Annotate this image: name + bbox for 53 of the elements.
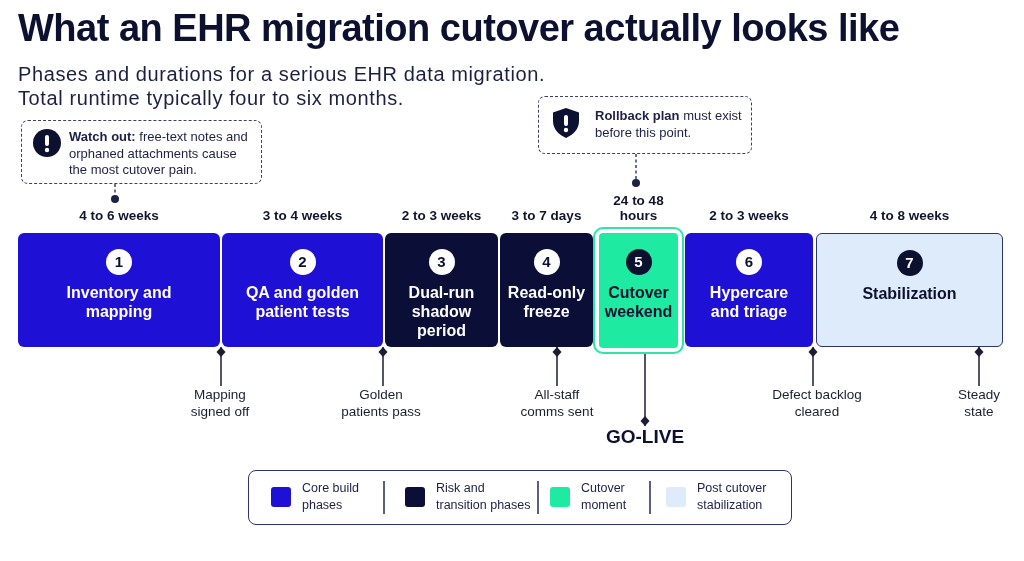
- milestone-label: All-staff comms sent: [517, 386, 597, 420]
- duration-label: 2 to 3 weeks: [709, 208, 789, 223]
- phase-box: [685, 233, 813, 347]
- subtitle: Total runtime typically four to six months.: [18, 87, 404, 109]
- duration-label: 4 to 6 weeks: [79, 208, 159, 223]
- phase-box: [500, 233, 593, 347]
- step-number: 5: [625, 249, 652, 275]
- phase-box: [222, 233, 383, 347]
- go-live-label: GO-LIVE: [605, 426, 685, 448]
- milestone-label: Mapping signed off: [188, 386, 252, 420]
- milestone-label: Golden patients pass: [338, 386, 424, 420]
- callout-text: Watch out: free-text notes and orphaned attachments cause the most cutover pain.: [69, 129, 249, 179]
- milestone-line: [640, 353, 650, 427]
- duration-label: 3 to 4 weeks: [262, 208, 343, 223]
- step-number: 6: [736, 249, 762, 275]
- duration-label: 24 to 48 hours: [612, 193, 665, 223]
- diagram-title: What an EHR migration cutover actually looks like: [18, 6, 900, 50]
- phase-title: QA and golden patient tests: [244, 283, 361, 321]
- callout-box: [21, 120, 262, 184]
- leader-line: [111, 183, 119, 203]
- subtitle: Phases and durations for a serious EHR data migration.: [18, 63, 546, 85]
- step-number: 3: [428, 249, 455, 275]
- callout-text: Rollback plan must exist before this point.: [595, 108, 743, 141]
- step-number: 1: [106, 249, 132, 275]
- duration-label: 3 to 7 days: [511, 208, 582, 223]
- phase-box: [816, 233, 1003, 347]
- milestone-line: [378, 346, 388, 387]
- leader-line: [632, 153, 640, 187]
- milestone-line: [552, 346, 562, 387]
- legend-text: Risk and transition phases: [436, 480, 532, 514]
- phase-box: [385, 233, 498, 347]
- phase-box: [593, 227, 684, 354]
- legend-text: Cutover moment: [581, 480, 628, 514]
- milestone-line: [974, 346, 984, 387]
- callout-box: [538, 96, 752, 154]
- milestone-label: Defect backlog cleared: [769, 386, 865, 420]
- milestone-line: [216, 346, 226, 387]
- phase-title: Inventory and mapping: [65, 283, 173, 321]
- phase-title: Read-only freeze: [506, 283, 587, 321]
- milestone-label: Steady state: [954, 386, 1004, 420]
- step-number: 7: [896, 250, 923, 276]
- phase-title: Stabilization: [861, 284, 958, 303]
- phase-title: Hypercare and triage: [708, 283, 790, 321]
- duration-label: 2 to 3 weeks: [401, 208, 482, 223]
- milestone-line: [808, 346, 818, 387]
- phase-title: Cutover weekend: [603, 283, 674, 321]
- legend-text: Post cutover stabilization: [697, 480, 768, 514]
- step-number: 4: [533, 249, 560, 275]
- phase-box: [18, 233, 220, 347]
- legend-text: Core build phases: [302, 480, 360, 514]
- step-number: 2: [289, 249, 316, 275]
- duration-label: 4 to 8 weeks: [869, 208, 950, 223]
- phase-title: Dual-run shadow period: [407, 283, 476, 340]
